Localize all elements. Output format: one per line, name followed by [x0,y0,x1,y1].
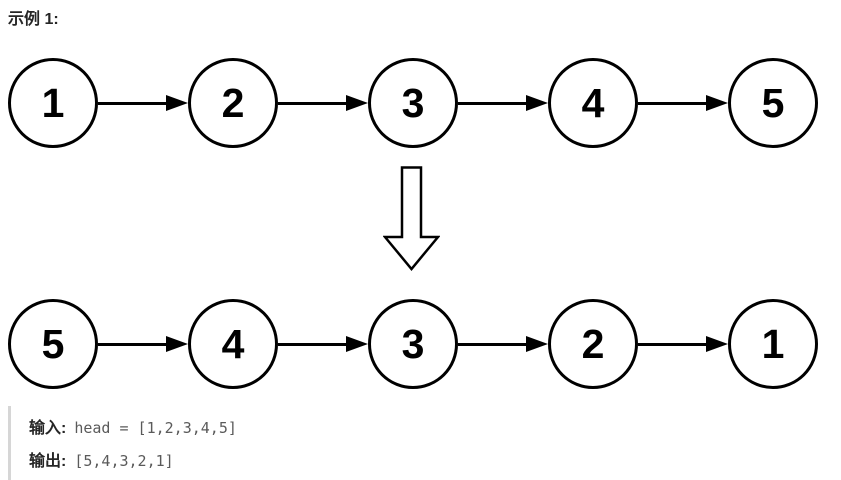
arrow-head [346,95,368,111]
list-node: 3 [368,299,458,389]
node-value: 5 [761,79,785,126]
arrow-line [458,101,528,105]
node-value: 3 [401,79,425,126]
arrow-head [346,336,368,352]
list-node: 1 [728,299,818,389]
arrow-head [166,336,188,352]
list-node: 4 [548,58,638,148]
next-pointer-arrow-icon [98,95,188,111]
arrow-line [278,101,348,105]
list-node: 2 [188,58,278,148]
next-pointer-arrow-icon [278,95,368,111]
node-value: 5 [41,320,65,367]
output-line: 输出: [5,4,3,2,1] [29,445,819,478]
next-pointer-arrow-icon [638,95,728,111]
next-pointer-arrow-icon [458,95,548,111]
linked-list-reversed: 5 4 3 2 1 [8,299,818,389]
list-node: 4 [188,299,278,389]
node-value: 3 [401,320,425,367]
input-label: 输入: [29,420,67,437]
arrow-head [526,336,548,352]
next-pointer-arrow-icon [98,336,188,352]
arrow-head [706,336,728,352]
input-line: 输入: head = [1,2,3,4,5] [29,412,819,445]
list-node: 1 [8,58,98,148]
example-title: 示例 1: [8,11,59,28]
list-node: 3 [368,58,458,148]
example-io-block: 输入: head = [1,2,3,4,5] 输出: [5,4,3,2,1] [8,406,819,480]
node-value: 1 [41,79,65,126]
node-value: 4 [581,79,605,126]
list-node: 5 [8,299,98,389]
arrow-line [458,342,528,346]
node-value: 1 [761,320,785,367]
arrow-line [98,101,168,105]
output-value: [5,4,3,2,1] [74,452,174,470]
input-value: head = [1,2,3,4,5] [74,419,237,437]
node-value: 2 [581,320,605,367]
arrow-line [278,342,348,346]
list-node: 2 [548,299,638,389]
arrow-head [166,95,188,111]
arrow-line [638,101,708,105]
arrow-head [526,95,548,111]
node-value: 2 [221,79,245,126]
arrow-head [706,95,728,111]
linked-list-original: 1 2 3 4 5 [8,58,818,148]
list-node: 5 [728,58,818,148]
next-pointer-arrow-icon [458,336,548,352]
node-value: 4 [221,320,245,367]
arrow-line [638,342,708,346]
output-label: 输出: [29,453,67,470]
down-arrow-icon [383,166,440,271]
next-pointer-arrow-icon [278,336,368,352]
next-pointer-arrow-icon [638,336,728,352]
arrow-line [98,342,168,346]
